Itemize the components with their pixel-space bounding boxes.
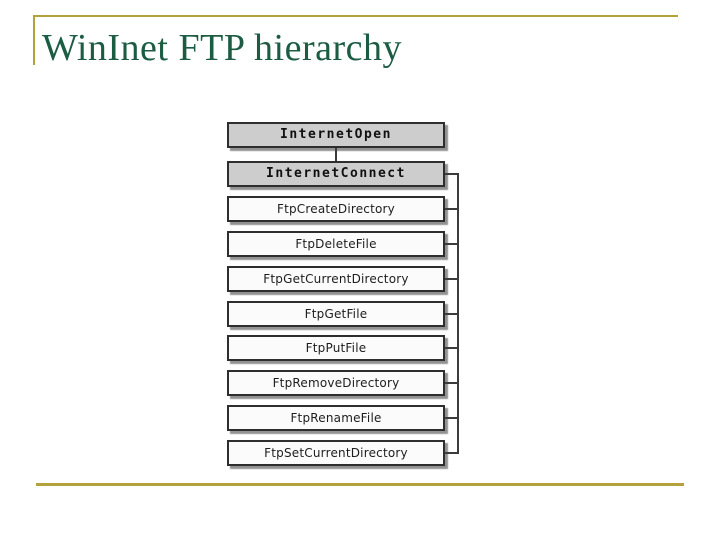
node-internetconnect: InternetConnect (227, 161, 445, 187)
node-ftpcreatedirectory: FtpCreateDirectory (227, 196, 445, 222)
connector-stub-ftpgetfile (445, 313, 459, 315)
connector-stub-ftpcreatedirectory (445, 208, 459, 210)
connector-stub-ftpgetcurrentdirectory (445, 278, 459, 280)
ftp-hierarchy-diagram: InternetOpen InternetConnect FtpCreateDi… (227, 122, 477, 474)
node-ftpgetfile: FtpGetFile (227, 301, 445, 327)
left-accent-line (33, 15, 35, 65)
connector-stub-ftpsetcurrentdirectory (445, 452, 459, 454)
node-internetopen: InternetOpen (227, 122, 445, 148)
top-accent-line (33, 15, 678, 17)
connector-stub-internetconnect (445, 173, 459, 175)
slide-title: WinInet FTP hierarchy (42, 27, 403, 69)
node-ftpsetcurrentdirectory: FtpSetCurrentDirectory (227, 440, 445, 466)
connector-stub-ftpdeletefile (445, 243, 459, 245)
connector-stub-ftpremovedirectory (445, 382, 459, 384)
connector-stub-ftprenamefile (445, 417, 459, 419)
node-ftpputfile: FtpPutFile (227, 335, 445, 361)
node-ftpdeletefile: FtpDeleteFile (227, 231, 445, 257)
node-ftpremovedirectory: FtpRemoveDirectory (227, 370, 445, 396)
connector-open-to-connect (335, 148, 337, 161)
bottom-accent-line (36, 483, 684, 486)
node-ftpgetcurrentdirectory: FtpGetCurrentDirectory (227, 266, 445, 292)
node-ftprenamefile: FtpRenameFile (227, 405, 445, 431)
connector-stub-ftpputfile (445, 347, 459, 349)
